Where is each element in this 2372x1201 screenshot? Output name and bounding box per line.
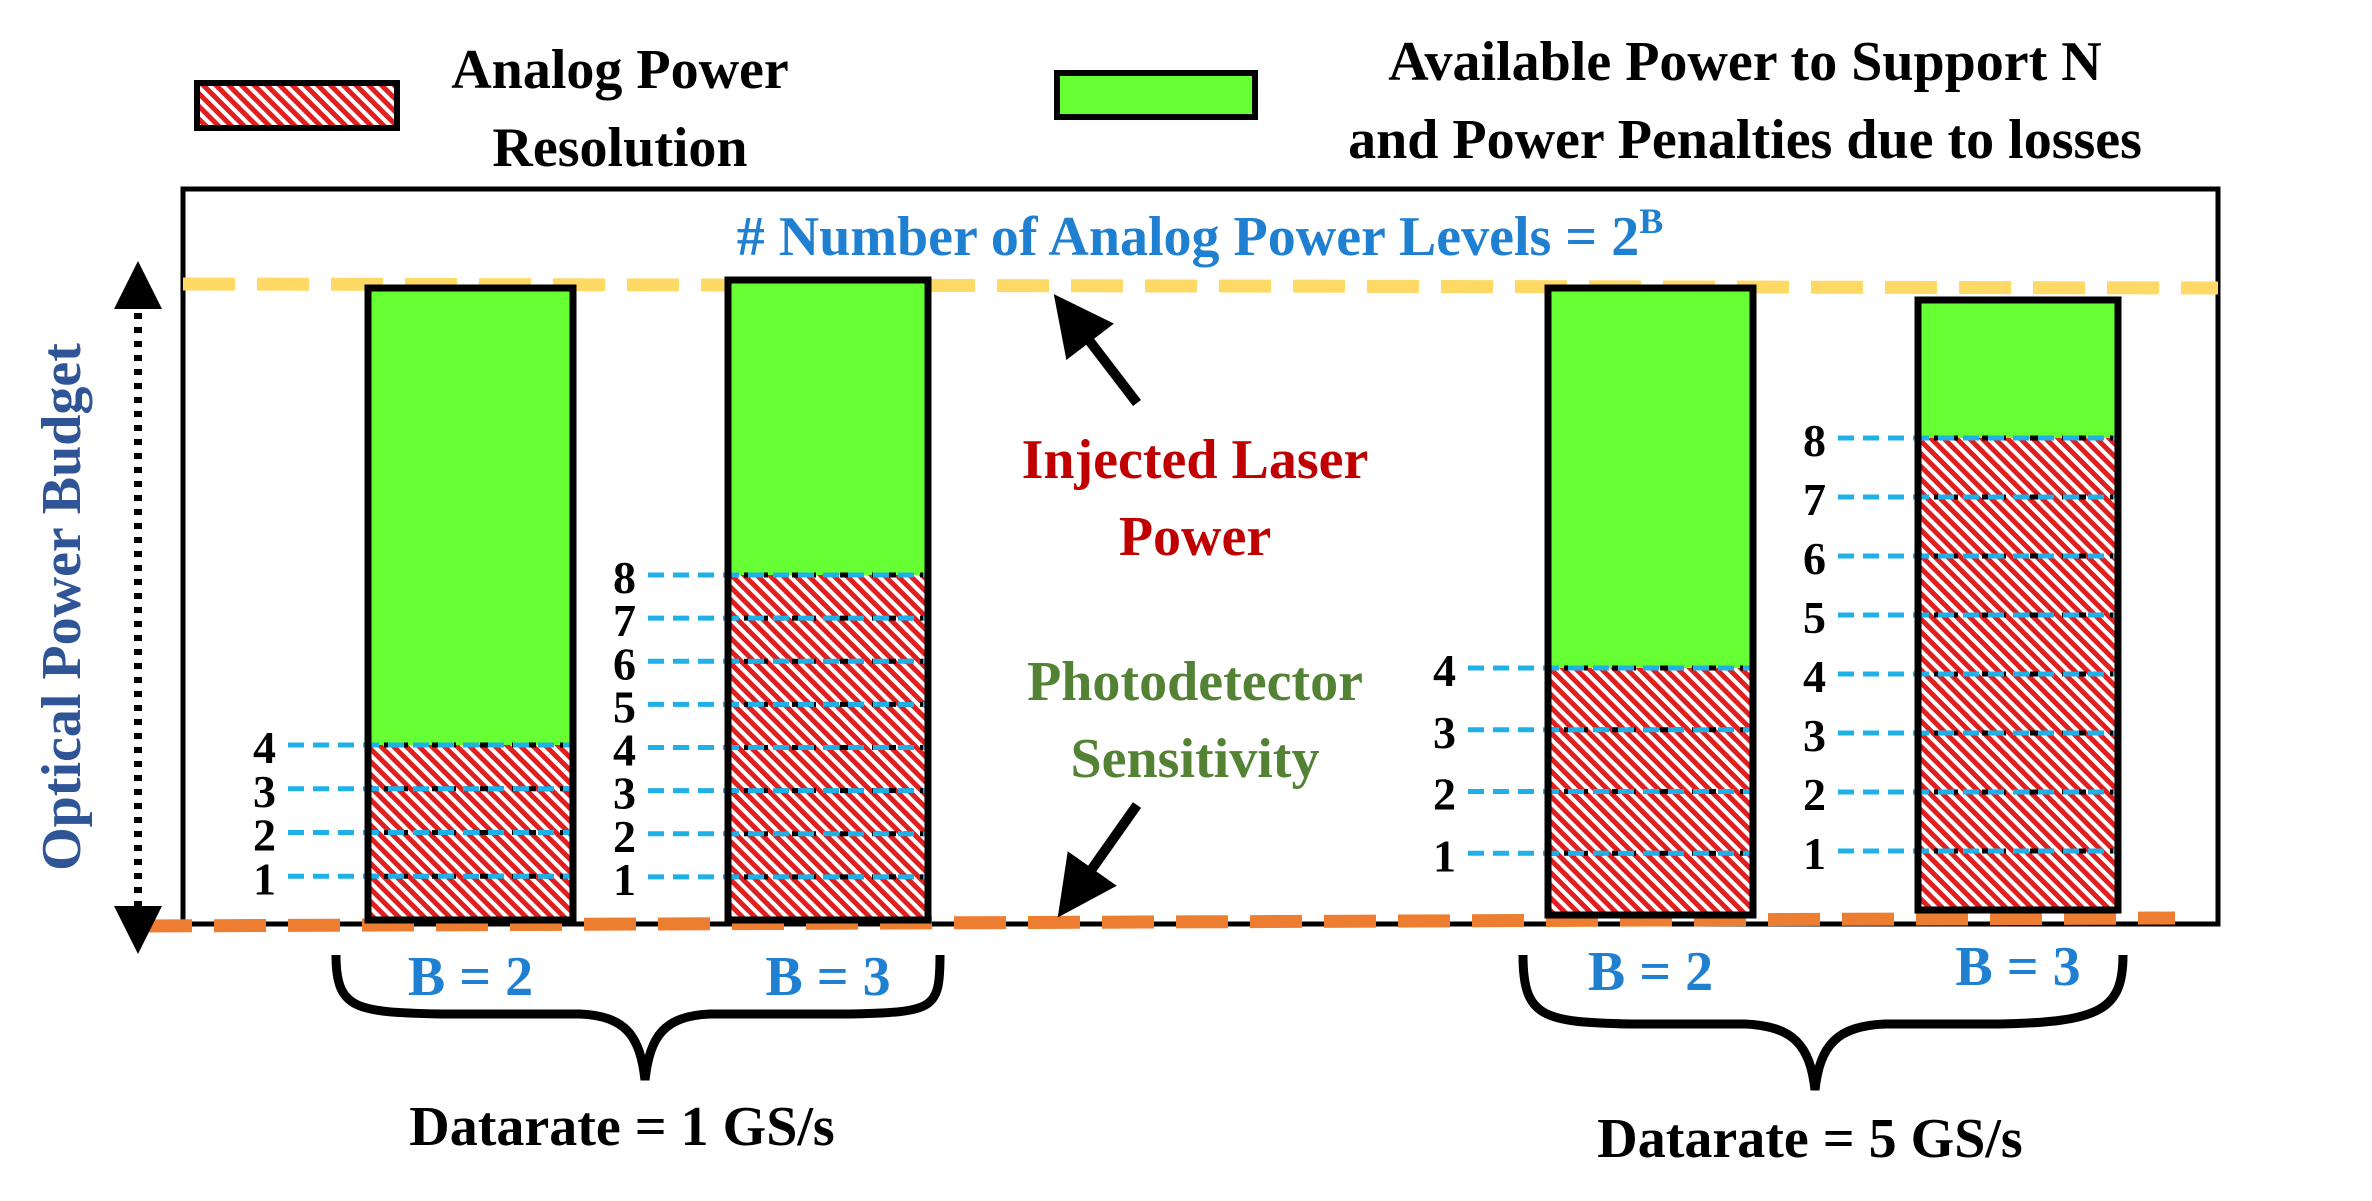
bar-label: B = 3	[765, 946, 890, 1008]
laser-annotation-arrow	[1053, 294, 1141, 407]
level-label-2: 2	[613, 811, 636, 862]
level-label-4: 4	[1433, 645, 1456, 696]
bar-outline	[364, 284, 577, 924]
level-label-7: 7	[613, 595, 636, 646]
group-label-5gs: Datarate = 5 GS/s	[1597, 1108, 2022, 1170]
bar-outline	[1914, 296, 2122, 914]
legend-available-label-line1: Available Power to Support N	[1388, 31, 2101, 93]
level-label-1: 1	[1433, 830, 1456, 881]
group-brace-5gs	[1518, 954, 2128, 1091]
level-label-4: 4	[613, 725, 636, 776]
photodetector-line	[139, 911, 2176, 933]
group-brace-1gs	[331, 954, 945, 1081]
laser-annotation-line2: Power	[1119, 506, 1271, 568]
level-label-2: 2	[1803, 769, 1826, 820]
level-label-1: 1	[613, 854, 636, 905]
available-power-segment	[1548, 288, 1753, 668]
y-axis-label: Optical Power Budget	[31, 343, 93, 871]
available-power-segment	[1918, 300, 2118, 438]
title-main: # Number of Analog Power Levels = 2	[737, 206, 1639, 268]
level-label-3: 3	[1433, 707, 1456, 758]
legend-available-swatch	[1054, 70, 1258, 120]
legend-resolution-label-line2: Resolution	[492, 117, 747, 179]
level-label-8: 8	[613, 552, 636, 603]
bar-outline	[724, 276, 932, 924]
legend-resolution-label-line1: Analog Power	[451, 39, 789, 101]
level-label-5: 5	[1803, 592, 1826, 643]
level-label-1: 1	[1803, 828, 1826, 879]
level-label-1: 1	[253, 853, 276, 904]
level-label-6: 6	[613, 638, 636, 689]
bar-3: 1 2 3 4 B = 2	[1433, 284, 1757, 1003]
photodetector-annotation-line2: Sensitivity	[1071, 728, 1320, 790]
photodetector-annotation-arrow	[1057, 802, 1142, 918]
bar-label: B = 2	[1588, 941, 1713, 1003]
level-label-6: 6	[1803, 533, 1826, 584]
bar-4: 1 2 3 4 5 6 7 8 B = 3	[1803, 296, 2122, 998]
level-label-2: 2	[253, 810, 276, 861]
available-power-segment	[368, 288, 573, 745]
legend-available-label-line2: and Power Penalties due to losses	[1348, 109, 2142, 171]
title-superscript: B	[1639, 201, 1663, 241]
legend: Analog Power Resolution Available Power …	[194, 31, 2142, 179]
level-label-4: 4	[1803, 651, 1826, 702]
level-label-2: 2	[1433, 769, 1456, 820]
available-power-segment	[728, 280, 928, 575]
level-label-8: 8	[1803, 415, 1826, 466]
bar-label: B = 2	[408, 946, 533, 1008]
level-label-3: 3	[253, 766, 276, 817]
bar-label: B = 3	[1955, 936, 2080, 998]
legend-resolution-swatch	[194, 80, 400, 131]
laser-annotation-line1: Injected Laser	[1022, 429, 1369, 491]
level-label-5: 5	[613, 681, 636, 732]
level-label-3: 3	[613, 768, 636, 819]
photodetector-annotation-line1: Photodetector	[1027, 651, 1363, 713]
bar-outline	[1544, 284, 1757, 919]
diagram-title: # Number of Analog Power Levels = 2B	[737, 201, 1663, 268]
level-label-3: 3	[1803, 710, 1826, 761]
level-label-7: 7	[1803, 474, 1826, 525]
group-label-1gs: Datarate = 1 GS/s	[409, 1096, 834, 1158]
level-label-4: 4	[253, 722, 276, 773]
